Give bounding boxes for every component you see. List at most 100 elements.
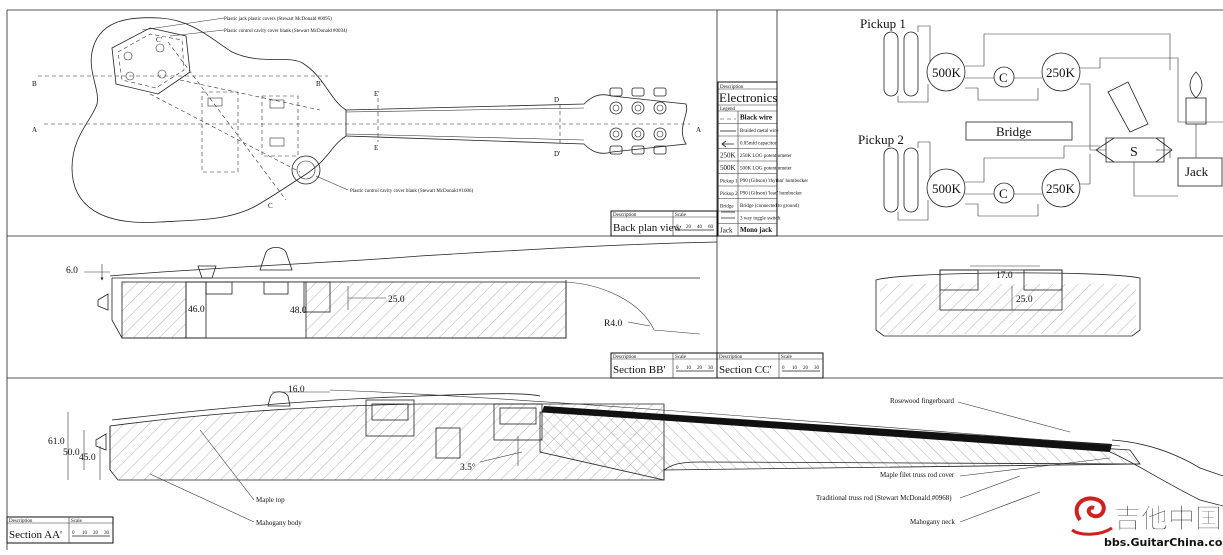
pickup1-label: Pickup 1 [860,16,906,31]
bb-dim-r4: R4.0 [604,319,622,329]
scale-tick: 10 [82,531,88,536]
pot-500k-2-label: 500K [932,181,962,196]
scale-tick: 30 [104,531,110,536]
label-truss-rod: Traditional truss rod (Stewart McDonald … [816,494,952,502]
tb-desc-label: Description [613,355,637,360]
section-bb: 6.0 46.0 48.0 25.0 R4.0 Description Scal… [66,241,718,379]
tb-desc-label: Description [613,213,637,218]
wiring-schematic: Pickup 1 Pickup 2 500K C 250K 500K C 250… [858,16,1223,221]
watermark-brand: 吉他中国 [1114,504,1222,535]
marker-c2: C' [156,36,162,44]
pot-250k-1-label: 250K [1046,65,1076,80]
legend-row-text: P90 (Gibson) 'lead' humbucker [740,191,802,196]
cc-dim-25: 25.0 [1016,295,1033,305]
scale-tick: 40 [697,225,703,230]
tb-desc-label: Description [719,355,743,360]
label-rosewood-fingerboard: Rosewood fingerboard [890,397,954,405]
aa-dim-angle: 3.5° [460,462,476,473]
guitar-body-outline [71,17,347,223]
pot-500k-2 [926,168,966,208]
legend-desc-label: Description [720,85,744,90]
title-block-section-cc: Description Scale Section CC' 0 10 20 30 [716,352,824,379]
legend-row-symbol: Jack [720,226,733,234]
neck-outline [345,94,688,154]
legend-title: Electronics [719,90,777,105]
cap-2-label: C [999,186,1008,201]
bridge-box [965,121,1073,141]
legend-row-text: Mono jack [740,226,772,234]
section-cc: 17.0 25.0 Description Scale Section CC' … [716,265,1141,379]
cap-2 [993,182,1015,204]
scale-tick: 20 [697,366,703,371]
label-mahogany-neck: Mahogany neck [910,518,955,526]
cc-dim-17: 17.0 [996,271,1013,281]
title-block-section-aa: Description Scale Section AA' 0 10 20 30 [6,516,114,544]
marker-b2: B' [316,80,322,88]
tb-desc-label: Description [9,519,33,524]
marker-a: A [32,126,37,134]
back-plan-view: Plastic jack plastic covers (Stewart McD… [32,17,718,237]
pot-250k-1 [1041,52,1081,92]
bb-dim-25: 25.0 [388,295,405,305]
jack-label: Jack [1185,164,1209,179]
toggle-switch [1105,137,1165,163]
title-block-back-plan: Description Scale Back plan view 0 20 40… [610,210,718,237]
tb-title: Section BB' [613,364,665,376]
fingerboard [542,406,1112,452]
electronics-legend: Description Electronics Legend Black wir… [717,81,808,237]
scale-tick: 10 [686,366,692,371]
pot-500k-1-label: 500K [932,65,962,80]
legend-row-text: P90 (Gibson) 'rhythm' humbucker [740,179,808,184]
pot-250k-2 [1041,168,1081,208]
section-aa: 16.0 61.0 50.0 45.0 3.5° Maple top Mahog… [6,385,1223,544]
aa-dim-50: 50.0 [63,448,80,458]
marker-e: E [374,144,378,152]
legend-row-text: Black wire [740,113,772,121]
legend-row-text: Bridge (connected to ground) [740,204,799,209]
bb-dim-6: 6.0 [66,266,78,276]
switch-label: S [1130,145,1138,160]
legend-row-text: 0.05mfd capacitor [740,141,777,146]
legend-label: Legend [720,107,735,112]
legend-row-symbol: Bridge [720,204,734,209]
aa-dim-16: 16.0 [288,385,305,395]
cap-1-label: C [999,70,1008,85]
callout-jack-cover: Plastic jack plastic covers (Stewart McD… [224,17,332,22]
legend-row-text: Braided metal wire [740,129,779,134]
tuners [609,87,667,155]
scale-tick: 60 [708,225,714,230]
marker-d2: D' [554,150,560,158]
tb-scale-label: Scale [675,213,687,218]
marker-b: B [32,80,37,88]
tb-title: Section CC' [719,364,771,376]
label-maple-filet: Maple filet truss rod cover [880,471,955,479]
legend-row-symbol: Pickup 1 [720,179,738,184]
bb-dim-48: 48.0 [290,306,307,316]
marker-e2: E' [374,90,380,98]
jack-box [1177,157,1223,187]
tb-scale-label: Scale [781,355,793,360]
legend-row-text: 3 way toggle switch [740,216,781,221]
label-maple-top: Maple top [256,496,285,504]
legend-row-text: 250K LOG potentiometer [740,154,792,159]
watermark-url: bbs.GuitarChina.com [1104,536,1223,549]
scale-tick: 20 [93,531,99,536]
scale-tick: 30 [708,366,714,371]
switch-cavity-cover [291,155,321,185]
scale-tick: 0 [782,366,785,371]
scale-tick: 10 [792,366,798,371]
tb-title: Section AA' [9,529,62,541]
pickup2-label: Pickup 2 [858,132,904,147]
label-mahogany-body: Mahogany body [256,519,302,527]
scale-tick: 0 [676,366,679,371]
tb-scale-label: Scale [71,519,83,524]
pot-250k-2-label: 250K [1046,181,1076,196]
scale-tick: 0 [676,225,679,230]
marker-c: C [268,202,273,210]
marker-d: D [554,96,559,104]
legend-row-text: 500K LOG potentiometer [740,166,792,171]
legend-row-symbol: Pickup 2 [720,192,738,197]
callout-control-cover: Plastic control cavity cover blank (Stew… [350,189,473,194]
